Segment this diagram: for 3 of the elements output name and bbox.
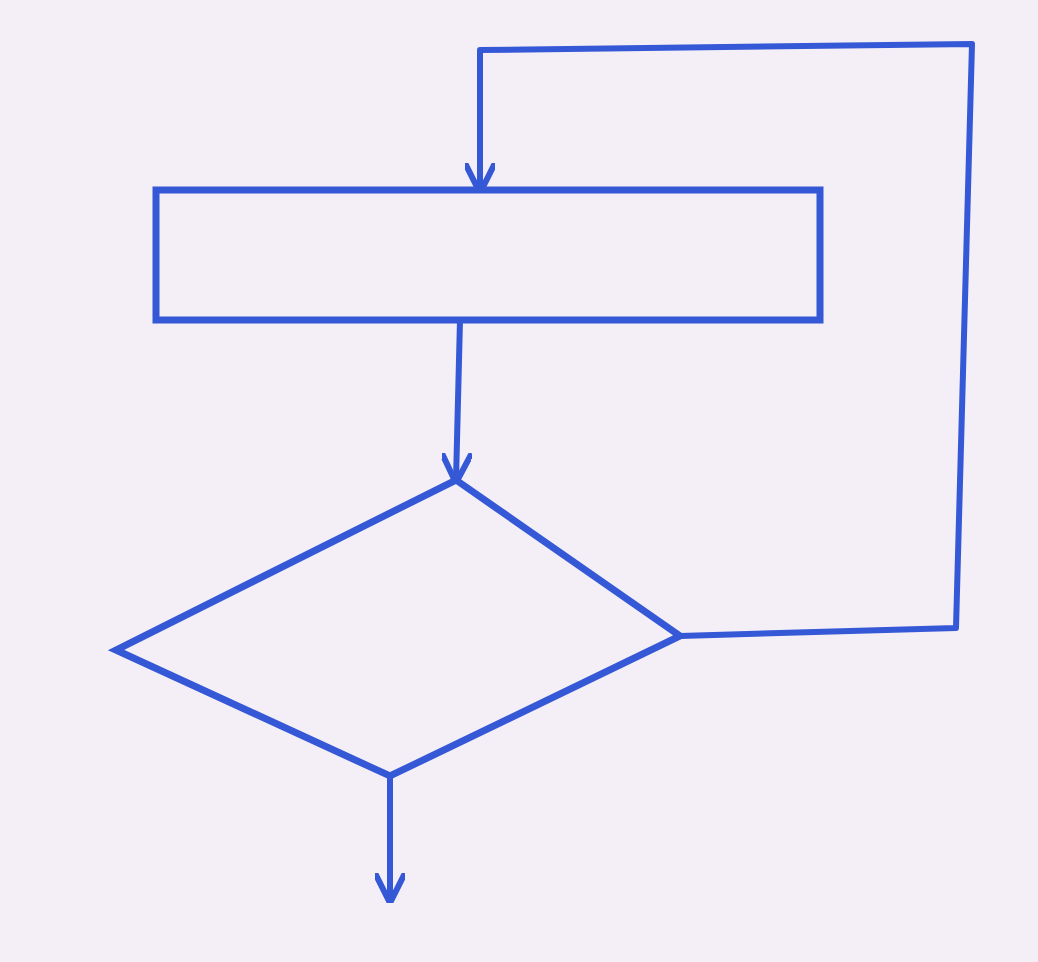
process-box [156,190,820,320]
arrow [462,41,975,639]
arrow [372,776,408,906]
